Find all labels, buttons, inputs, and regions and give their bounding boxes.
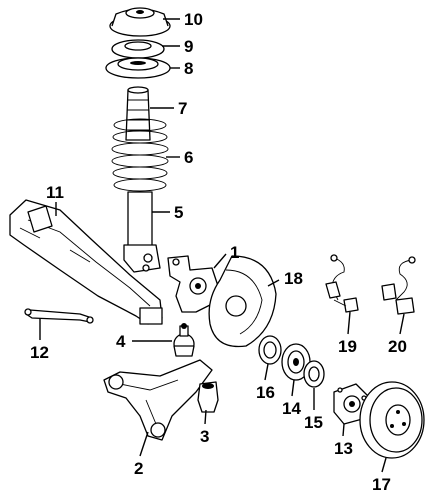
dust-shield-part: [208, 255, 277, 348]
callout-3: 3: [200, 427, 209, 446]
callout-1: 1: [230, 243, 239, 262]
callout-5: 5: [174, 203, 183, 222]
hub-part: [333, 383, 369, 425]
callout-16: 16: [256, 383, 275, 402]
callout-7: 7: [178, 99, 187, 118]
callout-15: 15: [304, 413, 323, 432]
callout-10: 10: [184, 10, 203, 29]
steering-knuckle-part: [167, 255, 219, 313]
callout-6: 6: [184, 148, 193, 167]
callout-17: 17: [372, 475, 391, 494]
abs-sensor-left-part: [325, 254, 359, 313]
seal-part: [258, 335, 282, 365]
callout-14: 14: [282, 399, 301, 418]
ball-joint-part: [173, 323, 195, 357]
strut-mount-part: [109, 7, 171, 37]
strut-part: [123, 191, 161, 273]
spring-seat-part: [105, 57, 171, 79]
callout-13: 13: [334, 439, 353, 458]
callout-18: 18: [284, 269, 303, 288]
coil-spring-part: [111, 118, 169, 192]
callout-8: 8: [184, 59, 193, 78]
wheel-bearing-part: [281, 343, 311, 381]
callout-12: 12: [30, 343, 49, 362]
bearing-part: [111, 39, 165, 59]
brake-rotor-part: [359, 381, 425, 459]
callout-labels: 10 9 8 7 6 5 1 11 18 4 12 2 3 16 14 15 1…: [30, 10, 407, 494]
lower-control-arm-part: [103, 359, 213, 441]
callout-4: 4: [116, 332, 126, 351]
bushing-part: [197, 381, 219, 413]
callout-2: 2: [134, 459, 143, 478]
callout-11: 11: [46, 183, 64, 202]
callout-9: 9: [184, 37, 193, 56]
stabilizer-link-part: [24, 308, 94, 324]
callout-20: 20: [388, 337, 407, 356]
leader-lines: [39, 18, 405, 473]
bump-stop-part: [125, 86, 151, 141]
callout-19: 19: [338, 337, 357, 356]
crossmember-part: [9, 199, 163, 325]
snap-ring-part: [303, 360, 325, 388]
abs-sensor-right-part: [381, 256, 416, 315]
